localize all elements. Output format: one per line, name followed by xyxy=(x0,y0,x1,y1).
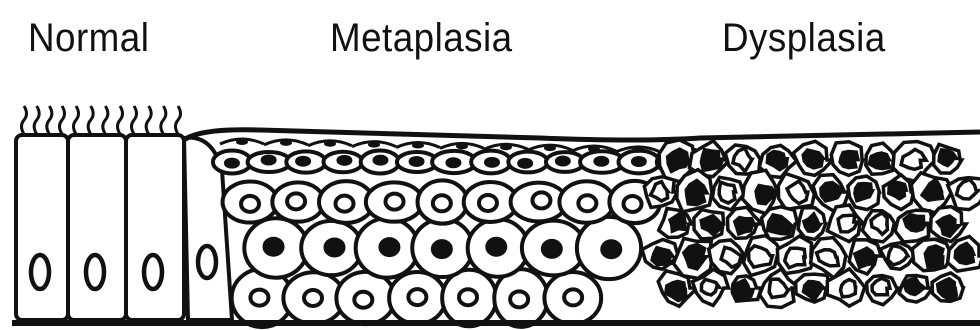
metaplastic-nucleus xyxy=(578,195,596,211)
metaplastic-nucleus xyxy=(433,195,451,211)
metaplastic-nucleus xyxy=(433,241,451,257)
dysplastic-nucleus xyxy=(872,278,890,295)
surface-nucleus xyxy=(456,143,468,149)
metaplastic-nucleus xyxy=(564,289,582,305)
cilium xyxy=(118,106,123,134)
columnar-cell xyxy=(16,135,68,320)
metaplastic-nucleus xyxy=(263,157,275,164)
epithelium-illustration xyxy=(0,80,980,330)
dysplastic-nucleus xyxy=(855,184,873,201)
dysplastic-nucleus xyxy=(670,214,685,231)
cilium xyxy=(176,106,181,134)
surface-nucleus xyxy=(412,143,424,149)
dysplastic-nucleus xyxy=(686,181,707,205)
columnar-nucleus xyxy=(144,255,162,289)
dysplastic-nucleus xyxy=(955,244,973,264)
dysplastic-nucleus xyxy=(869,153,889,169)
dysplastic-nucleus xyxy=(701,279,719,295)
cilium xyxy=(88,106,93,134)
metaplastic-nucleus xyxy=(532,192,550,208)
metaplastic-nucleus xyxy=(338,157,350,164)
dysplastic-nucleus xyxy=(904,215,926,231)
dysplastic-nucleus xyxy=(925,246,943,267)
cilium xyxy=(146,106,151,134)
metaplastic-nucleus xyxy=(241,196,259,212)
cilium xyxy=(74,106,79,134)
surface-nucleus xyxy=(500,144,512,150)
cilium xyxy=(47,106,52,134)
dysplastic-nucleus xyxy=(841,280,856,297)
cilium xyxy=(60,106,65,134)
cilium xyxy=(161,106,166,134)
surface-nucleus xyxy=(632,147,644,153)
stage-label-metaplasia: Metaplasia xyxy=(330,14,513,62)
surface-line xyxy=(184,130,980,140)
cilium xyxy=(103,106,108,134)
cilium xyxy=(22,106,27,134)
dysplastic-nucleus xyxy=(701,150,722,171)
columnar-cell xyxy=(68,135,126,320)
metaplastic-cells-group xyxy=(213,139,704,327)
metaplastic-nucleus xyxy=(325,239,343,255)
metaplastic-nucleus xyxy=(374,157,386,164)
metaplastic-nucleus xyxy=(486,159,498,166)
dysplastic-nucleus xyxy=(803,150,823,168)
dysplastic-nucleus xyxy=(855,248,875,267)
dysplastic-nucleus xyxy=(735,218,755,234)
metaplastic-nucleus xyxy=(354,292,372,308)
dysplastic-nucleus xyxy=(652,248,673,265)
metaplastic-nucleus xyxy=(226,160,238,167)
metaplastic-nucleus xyxy=(633,158,645,165)
metaplastic-nucleus xyxy=(411,158,423,165)
surface-nucleus xyxy=(544,145,556,151)
columnar-cell xyxy=(126,135,184,320)
stage-label-dysplasia: Dysplasia xyxy=(722,14,886,62)
metaplastic-nucleus xyxy=(543,241,561,257)
metaplastic-nucleus xyxy=(459,289,477,305)
stage-label-normal: Normal xyxy=(28,14,149,62)
dysplastic-cells-group xyxy=(642,140,980,308)
metaplastic-nucleus xyxy=(624,196,642,212)
metaplastic-nucleus xyxy=(479,195,497,211)
metaplastic-nucleus xyxy=(304,290,322,306)
dysplastic-nucleus xyxy=(821,183,842,201)
metaplastic-nucleus xyxy=(380,239,398,255)
metaplastic-nucleus xyxy=(336,196,354,212)
surface-nucleus xyxy=(588,146,600,152)
columnar-cells-group xyxy=(16,135,232,320)
transitional-nucleus xyxy=(198,246,216,278)
metaplastic-nucleus xyxy=(557,158,569,165)
dysplastic-nucleus xyxy=(719,182,735,203)
columnar-nucleus xyxy=(31,255,49,289)
metaplastic-nucleus xyxy=(595,158,607,165)
metaplastic-nucleus xyxy=(250,290,268,306)
dysplastic-nucleus xyxy=(889,182,906,199)
metaplastic-nucleus xyxy=(297,158,309,165)
dysplastic-nucleus xyxy=(840,152,858,168)
metaplastic-nucleus xyxy=(510,291,528,307)
metaplastic-nucleus xyxy=(408,289,426,305)
surface-nucleus xyxy=(324,141,336,147)
dysplastic-nucleus xyxy=(785,248,805,268)
metaplastic-nucleus xyxy=(287,193,305,209)
metaplastic-nucleus xyxy=(386,194,404,210)
dysplastic-nucleus xyxy=(838,215,857,232)
columnar-nucleus xyxy=(86,255,104,289)
metaplastic-nucleus xyxy=(602,241,620,257)
surface-nucleus xyxy=(236,139,248,145)
cilium xyxy=(132,106,137,134)
metaplastic-nucleus xyxy=(265,239,283,255)
cilium xyxy=(34,106,39,134)
metaplastic-nucleus xyxy=(519,160,531,167)
metaplastic-nucleus xyxy=(487,239,505,255)
cilia-group xyxy=(22,106,181,134)
surface-nucleus xyxy=(280,140,292,146)
metaplastic-nucleus xyxy=(447,159,459,166)
surface-nucleus xyxy=(368,142,380,148)
